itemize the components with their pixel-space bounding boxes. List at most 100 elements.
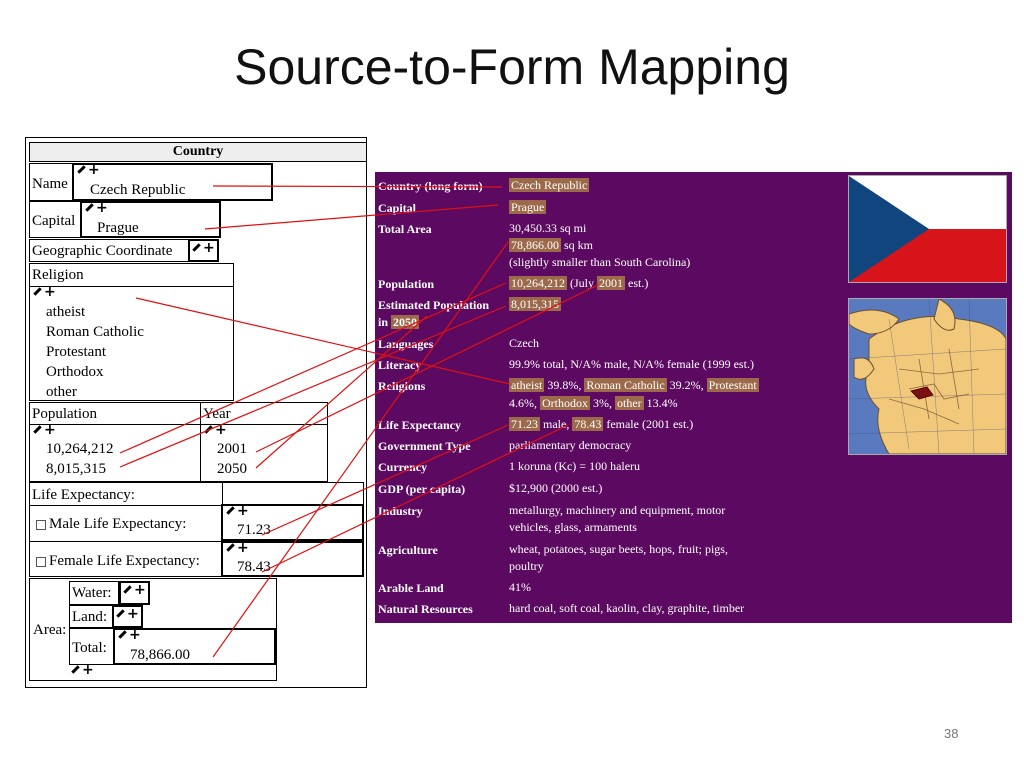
pencil-plus-icon[interactable] [225, 502, 251, 521]
water-label-cell: Water: [69, 581, 119, 605]
source-label: Religions [378, 379, 426, 393]
checkbox-icon[interactable] [36, 519, 46, 530]
year-value: 2001 [217, 441, 247, 457]
pencil-plus-icon[interactable] [191, 239, 217, 258]
source-highlight: Prague [509, 200, 547, 214]
water-label: Water: [72, 585, 112, 601]
source-value: 41% [509, 580, 531, 594]
source-value: 78,866.00 sq km [509, 238, 594, 252]
source-label: Languages [378, 337, 434, 351]
source-label: Population [378, 277, 435, 291]
total-label-cell: Total: [69, 628, 114, 665]
pencil-plus-icon[interactable] [32, 421, 58, 440]
geo-label: Geographic Coordinate [32, 243, 173, 259]
pencil-plus-icon[interactable] [115, 605, 141, 624]
source-highlight: Protestant [706, 378, 759, 392]
source-label: Life Expectancy [378, 418, 461, 432]
europe-map-icon [849, 299, 1006, 454]
pencil-plus-icon[interactable] [70, 661, 96, 680]
source-value: vehicles, glass, armaments [509, 520, 637, 534]
source-highlight: 71.23 [509, 417, 540, 431]
male-life-label[interactable]: Male Life Expectancy: [36, 515, 186, 533]
source-label: Total Area [378, 222, 432, 236]
source-label: Capital [378, 201, 417, 215]
checkbox-icon[interactable] [36, 556, 46, 567]
name-label-cell: Name [29, 163, 73, 201]
source-value: 99.9% total, N/A% male, N/A% female (199… [509, 357, 754, 371]
pencil-plus-icon[interactable] [84, 199, 110, 218]
source-highlight: 78,866.00 [509, 238, 561, 252]
religion-section: Religion atheist Roman Catholic Protesta… [29, 263, 234, 401]
source-label: Currency [378, 460, 428, 474]
source-value: $12,900 (2000 est.) [509, 481, 603, 495]
source-value: wheat, potatoes, sugar beets, hops, frui… [509, 542, 728, 556]
source-value: Czech Republic [509, 177, 590, 194]
pencil-plus-icon[interactable] [117, 626, 143, 645]
water-field[interactable] [119, 581, 150, 605]
source-highlight: 2050 [391, 315, 420, 329]
capital-label: Capital [32, 213, 76, 229]
source-highlight: Roman Catholic [584, 378, 667, 392]
slide-number: 38 [944, 726, 959, 741]
source-label: Agriculture [378, 543, 438, 557]
source-label: Industry [378, 504, 423, 518]
religion-label: Religion [32, 267, 84, 283]
form-header-country: Country [29, 142, 367, 162]
source-value: 71.23 male, 78.43 female (2001 est.) [509, 417, 694, 431]
name-field[interactable]: Czech Republic [72, 161, 273, 201]
religion-item: other [46, 384, 77, 400]
year-section: Year 2001 2050 [200, 402, 328, 482]
capital-value: Prague [97, 220, 139, 236]
life-expectancy-label: Life Expectancy: [32, 487, 135, 503]
source-label: Country (long form) [378, 179, 483, 193]
source-value: Czech [509, 336, 539, 350]
pencil-plus-icon[interactable] [32, 283, 58, 302]
religion-item: Orthodox [46, 364, 104, 380]
female-life-value: 78.43 [237, 559, 271, 575]
source-label: Literacy [378, 358, 422, 372]
source-highlight: atheist [509, 378, 545, 392]
source-panel: Country (long form) Czech Republic Capit… [375, 172, 1012, 623]
pencil-plus-icon[interactable] [203, 421, 229, 440]
pencil-plus-icon[interactable] [225, 539, 251, 558]
source-value: 30,450.33 sq mi [509, 221, 587, 235]
land-field[interactable] [112, 605, 143, 628]
source-value: (slightly smaller than South Carolina) [509, 255, 691, 269]
source-highlight: Orthodox [540, 396, 590, 410]
source-highlight: 8,015,315 [509, 297, 561, 311]
female-life-label[interactable]: Female Life Expectancy: [36, 552, 200, 570]
religion-item: Protestant [46, 344, 106, 360]
source-value: hard coal, soft coal, kaolin, clay, grap… [509, 601, 745, 615]
europe-map-image [848, 298, 1007, 455]
czech-flag-icon [849, 176, 1006, 282]
source-value: metallurgy, machinery and equipment, mot… [509, 503, 726, 517]
capital-label-cell: Capital [29, 201, 81, 238]
source-label: in 2050 [378, 315, 420, 329]
form-panel: Country Name Czech Republic Capital Prag… [25, 137, 367, 688]
name-value: Czech Republic [90, 182, 186, 198]
pencil-plus-icon[interactable] [122, 581, 148, 600]
female-life-field[interactable]: 78.43 [221, 539, 364, 577]
religion-item: Roman Catholic [46, 324, 144, 340]
source-value: 1 koruna (Kc) = 100 haleru [509, 459, 641, 473]
population-value: 10,264,212 [46, 441, 114, 457]
capital-field[interactable]: Prague [80, 199, 221, 238]
religion-item: atheist [46, 304, 86, 320]
pencil-plus-icon[interactable] [76, 161, 102, 180]
source-label: Arable Land [378, 581, 444, 595]
source-highlight: 2001 [597, 276, 625, 290]
male-life-value: 71.23 [237, 522, 271, 538]
geo-field[interactable] [188, 239, 219, 262]
source-label: Estimated Population [378, 298, 490, 312]
source-highlight: other [615, 396, 644, 410]
total-label: Total: [72, 640, 107, 656]
source-value: 4.6%, Orthodox 3%, other 13.4% [509, 396, 678, 410]
source-label: Natural Resources [378, 602, 473, 616]
source-value: 10,264,212 (July 2001 est.) [509, 276, 649, 290]
source-label: GDP (per capita) [378, 482, 466, 496]
total-field[interactable]: 78,866.00 [113, 626, 276, 665]
slide-title: Source-to-Form Mapping [234, 39, 790, 95]
male-life-field[interactable]: 71.23 [221, 502, 364, 541]
source-highlight: 10,264,212 [509, 276, 567, 290]
source-highlight: Czech Republic [509, 178, 590, 192]
